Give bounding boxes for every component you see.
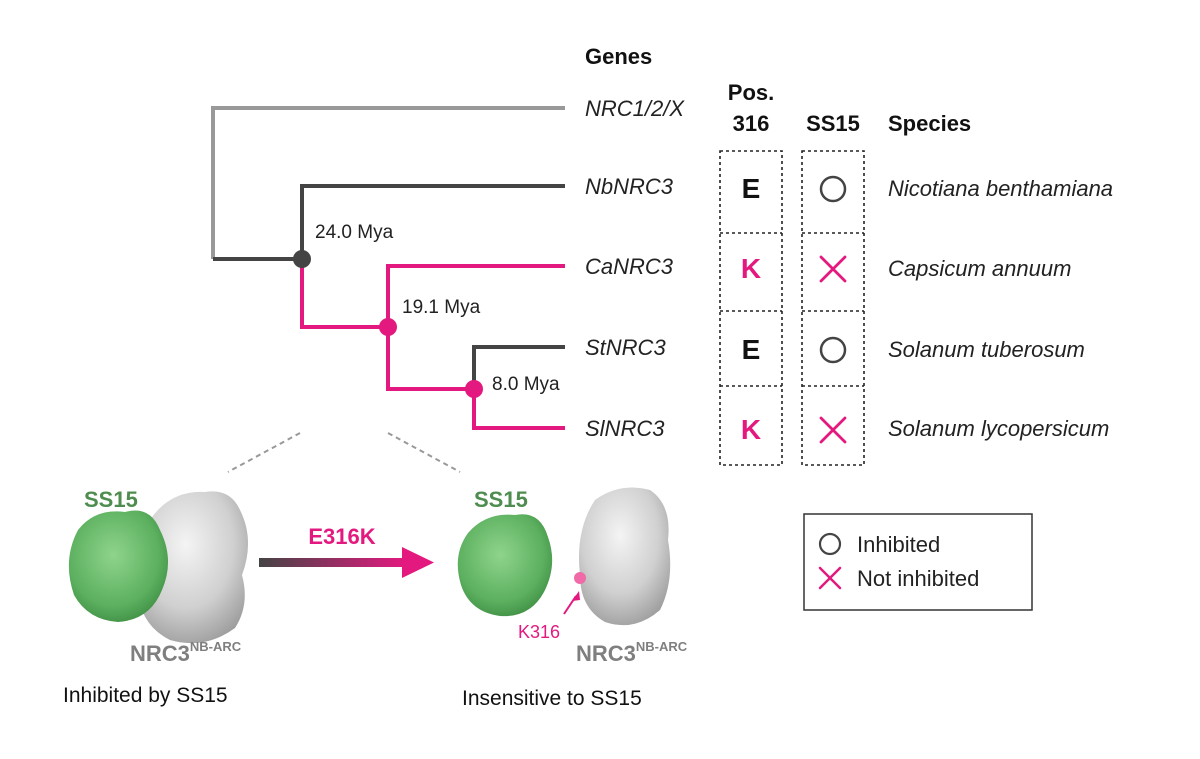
not-inhibited-cross-icon bbox=[819, 255, 847, 283]
zoom-connector-right bbox=[387, 432, 461, 473]
k316-site-marker bbox=[574, 572, 586, 584]
species-header: Species bbox=[888, 111, 971, 136]
k316-label: K316 bbox=[518, 622, 560, 642]
residue-slnrc3: K bbox=[741, 414, 761, 445]
mutation-label: E316K bbox=[308, 524, 375, 549]
ss15-surface-right bbox=[457, 514, 553, 617]
species-label-cannuum: Capsicum annuum bbox=[888, 256, 1071, 281]
legend: Inhibited Not inhibited bbox=[803, 513, 1033, 611]
not-inhibited-cross-icon bbox=[819, 416, 847, 444]
pos316-box bbox=[719, 150, 783, 466]
legend-box bbox=[803, 513, 1033, 611]
pos316-column: E K E K bbox=[719, 150, 783, 466]
branch-nbnrc3 bbox=[300, 184, 565, 259]
ss15-header: SS15 bbox=[806, 111, 860, 136]
pos-header-line1: Pos. bbox=[728, 80, 774, 105]
node-label-8mya: 8.0 Mya bbox=[492, 374, 560, 395]
residue-canrc3: K bbox=[741, 253, 761, 284]
inhibited-circle-icon bbox=[819, 175, 847, 203]
node-24mya bbox=[293, 250, 311, 268]
ss15-label-right: SS15 bbox=[474, 487, 528, 512]
gene-label-slnrc3: SlNRC3 bbox=[585, 416, 665, 441]
residue-stnrc3: E bbox=[742, 334, 761, 365]
ss15-column bbox=[801, 150, 865, 466]
residue-nbnrc3: E bbox=[742, 173, 761, 204]
gene-label-canrc3: CaNRC3 bbox=[585, 254, 674, 279]
gene-label-nbnrc3: NbNRC3 bbox=[585, 174, 674, 199]
legend-not-inhibited-label: Not inhibited bbox=[857, 566, 979, 591]
species-label-slycopersicum: Solanum lycopersicum bbox=[888, 416, 1109, 441]
mutation-arrow: E316K bbox=[259, 524, 434, 578]
legend-inhibited-icon bbox=[818, 532, 842, 556]
zoom-connector-left bbox=[227, 432, 301, 473]
branch-node1-down bbox=[300, 259, 388, 329]
nrc3-surface-left bbox=[134, 491, 249, 644]
node-19mya bbox=[379, 318, 397, 336]
branch-outgroup bbox=[211, 106, 565, 259]
node-label-19mya: 19.1 Mya bbox=[402, 297, 481, 318]
node-8mya bbox=[465, 380, 483, 398]
pos-header-line2: 316 bbox=[733, 111, 770, 136]
right-structure: SS15 K316 NRC3NB-ARC Insensitive to SS15 bbox=[457, 487, 688, 710]
node-label-24mya: 24.0 Mya bbox=[315, 222, 394, 243]
branch-canrc3 bbox=[386, 264, 565, 391]
phylogenetic-tree bbox=[211, 106, 565, 430]
caption-left: Inhibited by SS15 bbox=[63, 684, 228, 707]
ss15-surface-left bbox=[68, 510, 169, 622]
nrc3-label-right: NRC3NB-ARC bbox=[576, 639, 688, 666]
species-label-stuberosum: Solanum tuberosum bbox=[888, 337, 1085, 362]
species-label-nbenthamiana: Nicotiana benthamiana bbox=[888, 176, 1113, 201]
k316-pointer-head bbox=[572, 591, 580, 601]
branch-slnrc3 bbox=[472, 389, 565, 430]
left-structure: SS15 NRC3NB-ARC Inhibited by SS15 bbox=[63, 487, 249, 707]
gene-label-stnrc3: StNRC3 bbox=[585, 335, 666, 360]
ss15-label-left: SS15 bbox=[84, 487, 138, 512]
ss15-box bbox=[801, 150, 865, 466]
gene-label-nrc12x: NRC1/2/X bbox=[585, 96, 685, 121]
legend-inhibited-label: Inhibited bbox=[857, 532, 940, 557]
inhibited-circle-icon bbox=[819, 336, 847, 364]
mutation-arrow-head bbox=[402, 547, 434, 578]
genes-header: Genes bbox=[585, 44, 652, 69]
mutation-arrow-shaft bbox=[259, 558, 405, 567]
nrc3-surface-right bbox=[579, 487, 671, 626]
legend-not-inhibited-icon bbox=[818, 566, 842, 590]
caption-right: Insensitive to SS15 bbox=[462, 687, 642, 710]
nrc3-label-left: NRC3NB-ARC bbox=[130, 639, 242, 666]
